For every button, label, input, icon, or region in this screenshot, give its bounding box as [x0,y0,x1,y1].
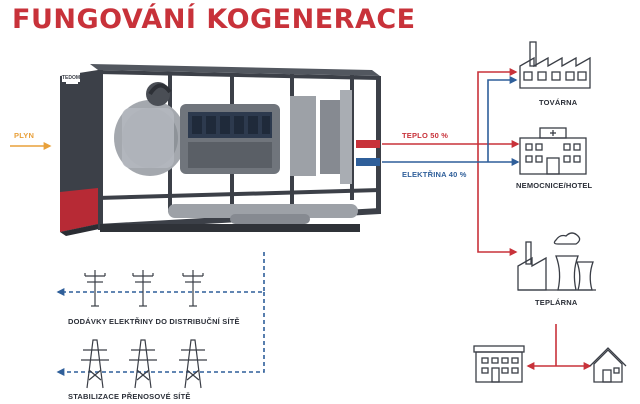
grid-distribution-arrow [56,252,265,296]
distribution-pole-icon [84,270,204,307]
chp-unit-illustration [60,64,381,236]
transmission-tower-icon [81,339,207,389]
brand-badge-text: TEDOM [62,75,80,81]
factory-label: TOVÁRNA [539,98,578,107]
grid-transmission-arrow [56,292,265,376]
apartment-building-icon [473,345,525,383]
heat-to-factory-arrow [477,68,518,144]
grid-transmission-label: STABILIZACE PŘENOSOVÉ SÍTĚ [68,392,191,401]
heating-plant-label: TEPLÁRNA [535,298,578,307]
grid-distribution-label: DODÁVKY ELEKTŘINY DO DISTRIBUČNÍ SÍTĚ [68,317,240,326]
electricity-label: ELEKTŘINA 40 % [402,170,467,179]
brand-badge [62,70,80,82]
hospital-icon [519,127,587,175]
heating-plant-icon [517,232,596,291]
hospital-label: NEMOCNICE/HOTEL [516,181,593,190]
house-icon [589,347,627,383]
heat-to-heatingplant-arrow [477,144,518,256]
gas-label: PLYN [14,131,35,140]
heat-label: TEPLO 50 % [402,131,449,140]
electricity-to-factory-arrow [487,76,518,162]
factory-icon [519,41,591,89]
page-title: FUNGOVÁNÍ KOGENERACE [12,4,416,35]
